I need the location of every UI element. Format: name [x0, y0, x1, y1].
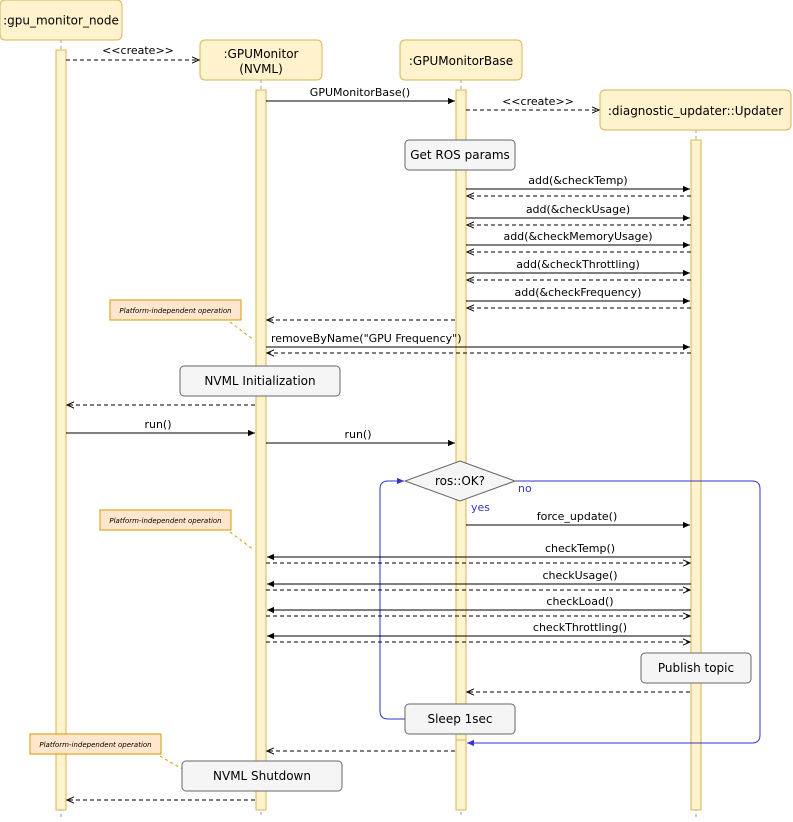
activation-updater [690, 139, 702, 811]
box-nvml-initialization: NVML Initialization [179, 365, 341, 397]
message-run-base: run() [266, 428, 455, 447]
participant-gpu-monitor: :GPUMonitor (NVML) [199, 39, 323, 81]
message-remove-by-name: removeByName("GPU Frequency") [266, 332, 691, 353]
message-run-node: run() [66, 418, 255, 437]
box-label: Sleep 1sec [427, 712, 492, 726]
participant-updater: :diagnostic_updater::Updater [599, 89, 792, 131]
message-label: run() [344, 428, 371, 441]
note-platform-independent-2: Platform-independent operation [99, 509, 255, 551]
message-force-update: force_update() [466, 510, 690, 529]
participant-label: :GPUMonitorBase [409, 54, 513, 68]
message-add-memory: add(&checkMemoryUsage) [466, 230, 691, 252]
box-label: NVML Initialization [204, 374, 315, 388]
message-label: force_update() [537, 510, 618, 523]
participant-gpu-monitor-base: :GPUMonitorBase [399, 39, 523, 81]
message-label: <<create>> [102, 44, 174, 57]
activation-gpu-monitor-base-2 [455, 739, 467, 811]
participant-label: :gpu_monitor_node [3, 14, 119, 28]
message-check-throttling: checkThrottling() [266, 621, 691, 642]
box-get-ros-params: Get ROS params [404, 139, 516, 171]
box-label: NVML Shutdown [213, 769, 311, 783]
activation-gpu-monitor-node [55, 49, 67, 811]
message-add-frequency: add(&checkFrequency) [466, 286, 691, 308]
participant-label: :GPUMonitor [224, 47, 299, 61]
note-platform-independent-3: Platform-independent operation [29, 733, 185, 771]
message-label: add(&checkUsage) [526, 203, 630, 216]
box-sleep: Sleep 1sec [404, 703, 516, 735]
note-label: Platform-independent operation [109, 517, 221, 525]
message-label: <<create>> [502, 95, 574, 108]
loop-exit-path [467, 480, 761, 747]
loop-paths [379, 477, 761, 747]
decision-yes-label: yes [471, 501, 490, 514]
message-check-usage: checkUsage() [266, 569, 691, 590]
box-label: Publish topic [658, 661, 734, 675]
box-publish-topic: Publish topic [640, 652, 752, 684]
message-ctor: GPUMonitorBase() [266, 86, 455, 105]
message-label: GPUMonitorBase() [310, 86, 410, 99]
message-create-gpu-monitor: <<create>> [66, 44, 199, 60]
message-create-updater: <<create>> [466, 95, 599, 110]
participant-label: :diagnostic_updater::Updater [608, 104, 783, 118]
message-label: add(&checkTemp) [528, 174, 627, 187]
box-nvml-shutdown: NVML Shutdown [181, 760, 343, 792]
message-label: add(&checkMemoryUsage) [503, 230, 652, 243]
box-label: Get ROS params [410, 148, 510, 162]
activation-gpu-monitor [255, 89, 267, 811]
message-check-temp: checkTemp() [266, 542, 691, 563]
message-label: checkThrottling() [533, 621, 627, 634]
message-check-load: checkLoad() [266, 595, 691, 616]
message-label: removeByName("GPU Frequency") [271, 332, 462, 345]
message-label: run() [144, 418, 171, 431]
message-add-throttling: add(&checkThrottling) [466, 258, 691, 280]
decision-no-label: no [518, 482, 532, 495]
message-add-temp: add(&checkTemp) [466, 174, 691, 196]
participant-sublabel: (NVML) [239, 62, 283, 76]
message-label: checkTemp() [545, 542, 615, 555]
loop-back-path [379, 477, 405, 720]
participant-gpu-monitor-node: :gpu_monitor_node [0, 0, 123, 41]
decision-label: ros::OK? [435, 474, 485, 488]
activations [55, 49, 702, 811]
message-label: add(&checkThrottling) [516, 258, 639, 271]
decision-ros-ok: ros::OK? no yes [403, 460, 532, 514]
message-label: checkLoad() [546, 595, 613, 608]
message-add-usage: add(&checkUsage) [466, 203, 691, 225]
message-label: checkUsage() [542, 569, 617, 582]
note-platform-independent-1: Platform-independent operation [109, 299, 255, 341]
note-label: Platform-independent operation [39, 741, 151, 749]
message-label: add(&checkFrequency) [515, 286, 642, 299]
note-label: Platform-independent operation [119, 307, 231, 315]
